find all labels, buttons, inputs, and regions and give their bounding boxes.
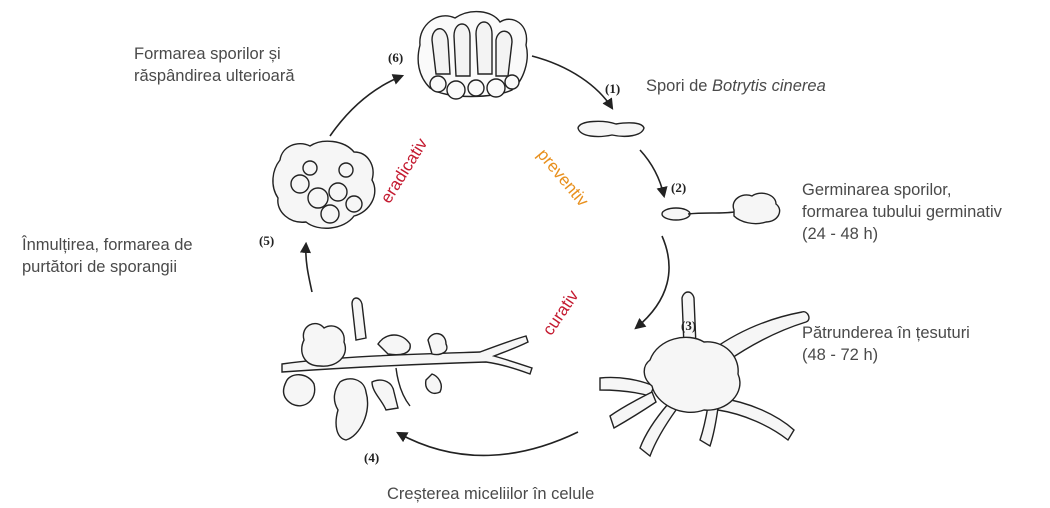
arrow-5-to-6 xyxy=(330,76,402,136)
stage-1-species-name: Botrytis cinerea xyxy=(712,77,826,95)
stage-number-5: (5) xyxy=(259,233,274,249)
stage-1-spore xyxy=(578,121,644,136)
arrow-2-to-3 xyxy=(636,236,669,328)
arrow-6-to-1 xyxy=(532,56,612,108)
stage-number-1: (1) xyxy=(605,81,620,97)
stage-5-label: Înmulțirea, formarea de purtători de spo… xyxy=(22,234,193,278)
stage-number-3: (3) xyxy=(681,318,696,334)
stage-3-penetrating-mycelium xyxy=(600,292,809,456)
stage-2-germinating-spore xyxy=(662,193,780,223)
stage-6-spore-cluster xyxy=(418,12,527,99)
arrow-4-to-5 xyxy=(306,244,312,292)
stage-3-label: Pătrunderea în țesuturi (48 - 72 h) xyxy=(802,322,970,366)
stage-4-label: Creșterea miceliilor în celule xyxy=(387,483,594,505)
stage-6-label: Formarea sporilor și răspândirea ulterio… xyxy=(134,43,295,87)
stage-2-label: Germinarea sporilor, formarea tubului ge… xyxy=(802,179,1002,245)
stage-number-6: (6) xyxy=(388,50,403,66)
stage-1-label: Spori de Botrytis cinerea xyxy=(646,75,826,97)
stage-number-2: (2) xyxy=(671,180,686,196)
arrow-3-to-4 xyxy=(398,432,578,455)
stage-number-4: (4) xyxy=(364,450,379,466)
stage-4-mycelium-in-cells xyxy=(282,298,532,440)
arrow-1-to-2 xyxy=(640,150,664,196)
stage-5-sporangia-cluster xyxy=(273,141,375,228)
